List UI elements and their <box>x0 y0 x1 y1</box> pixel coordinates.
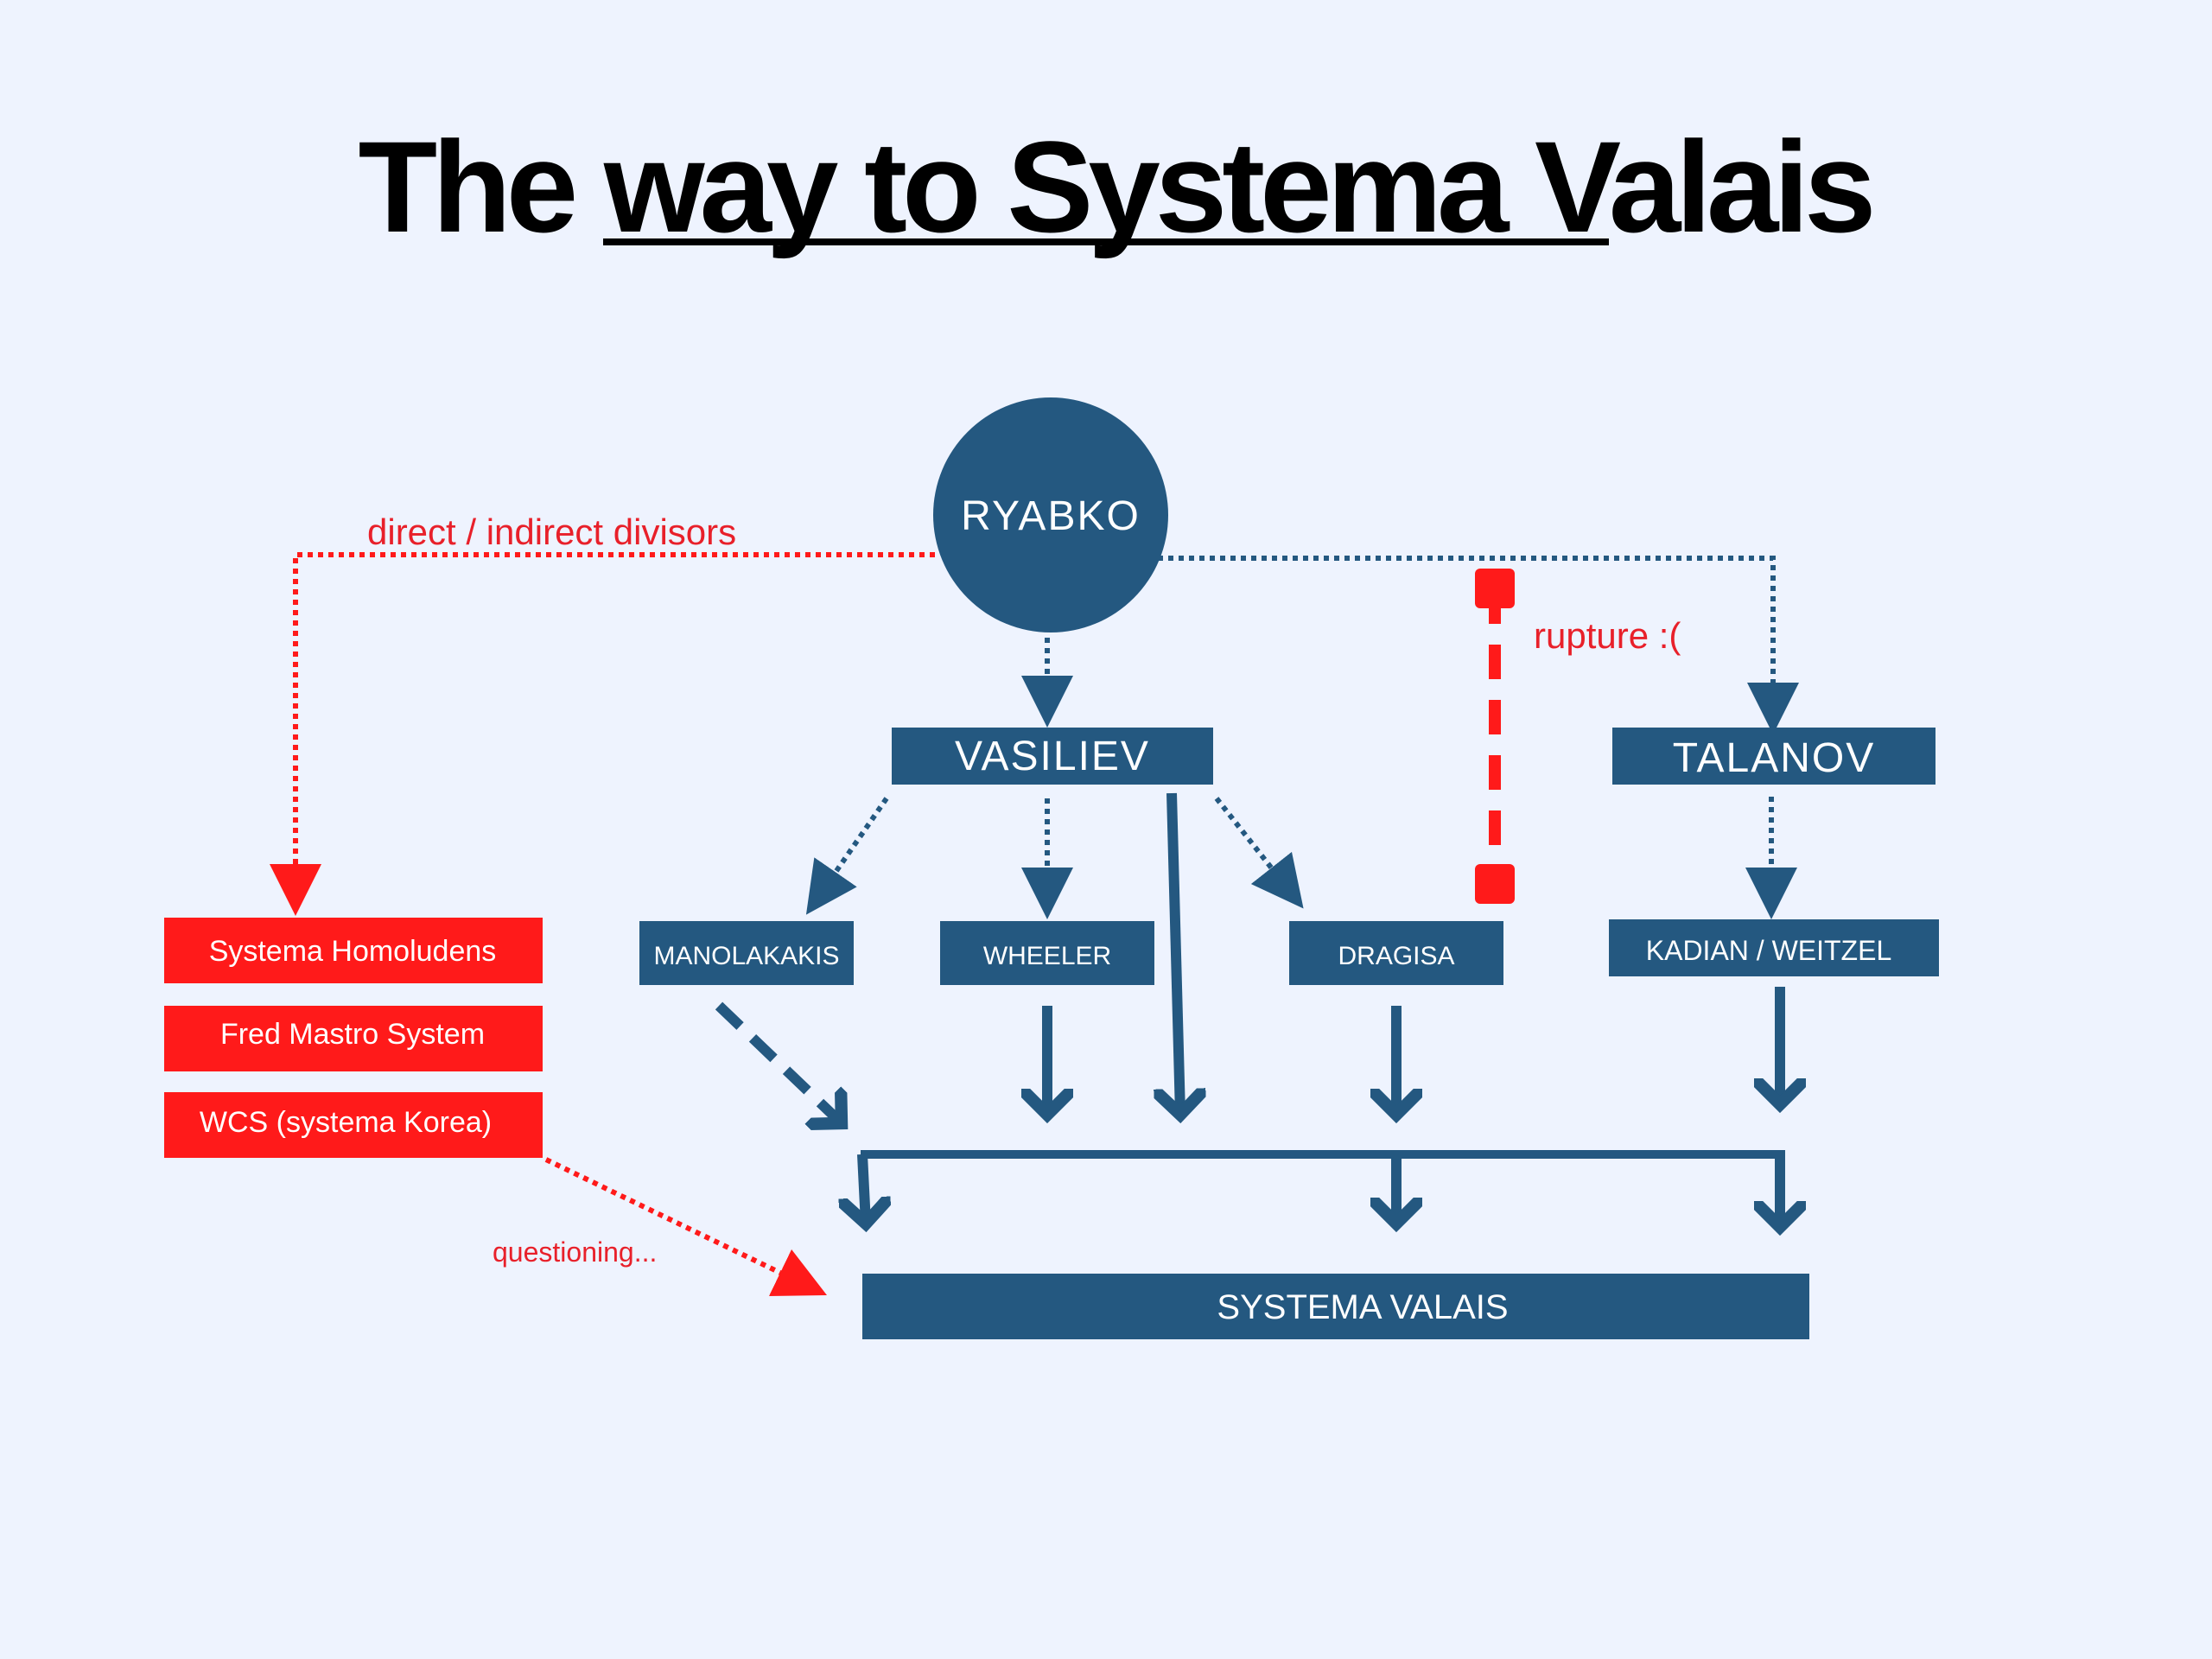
node-vasiliev-label: VASILIEV <box>955 734 1150 779</box>
node-dragisa-label: DRAGISA <box>1338 942 1454 970</box>
collector-down-arrow-left <box>862 1154 866 1224</box>
node-kadian-weitzel-label: KADIAN / WEITZEL <box>1646 935 1891 966</box>
title-text: The way to Systema Valais <box>359 114 1872 259</box>
node-ryabko: RYABKO <box>933 397 1168 632</box>
node-talanov: TALANOV <box>1612 728 1936 785</box>
vasiliev-dragisa-connector <box>1214 797 1304 909</box>
divisor-system-wcs-label: WCS (systema Korea) <box>200 1106 492 1139</box>
rupture-endcap-top <box>1475 569 1515 608</box>
divisor-system-fred-mastro-label: Fred Mastro System <box>220 1018 485 1051</box>
manolakakis-to-collector-arrow <box>715 1001 842 1123</box>
node-systema-valais-label: SYSTEMA VALAIS <box>1217 1288 1508 1326</box>
vasiliev-to-collector-arrow <box>1172 792 1180 1115</box>
questioning-label: questioning... <box>493 1236 657 1268</box>
node-systema-valais: SYSTEMA VALAIS <box>862 1274 1809 1339</box>
vasiliev-manolakakis-connector <box>805 797 889 915</box>
rupture-link <box>1475 569 1515 904</box>
divisors-label: direct / indirect divisors <box>367 512 736 552</box>
divisor-system-wcs: WCS (systema Korea) <box>164 1092 543 1158</box>
node-dragisa: DRAGISA <box>1289 921 1503 985</box>
node-manolakakis: MANOLAKAKIS <box>639 921 854 985</box>
rupture-label: rupture :( <box>1534 615 1681 656</box>
divisor-system-homoludens: Systema Homoludens <box>164 918 543 983</box>
divisor-system-fred-mastro: Fred Mastro System <box>164 1006 543 1071</box>
node-kadian-weitzel: KADIAN / WEITZEL <box>1609 919 1939 976</box>
node-ryabko-label: RYABKO <box>961 493 1141 539</box>
diagram-title: The way to Systema Valais <box>359 114 1878 259</box>
node-vasiliev: VASILIEV <box>892 728 1213 785</box>
node-manolakakis-label: MANOLAKAKIS <box>653 942 839 970</box>
title-underline <box>603 238 1609 245</box>
ryabko-talanov-connector <box>1158 556 1799 734</box>
divisors-connector <box>270 552 935 916</box>
node-wheeler-label: WHEELER <box>983 942 1111 970</box>
divisor-system-homoludens-label: Systema Homoludens <box>209 935 497 968</box>
node-talanov-label: TALANOV <box>1673 735 1876 781</box>
node-wheeler: WHEELER <box>940 921 1154 985</box>
rupture-endcap-bottom <box>1475 864 1515 904</box>
